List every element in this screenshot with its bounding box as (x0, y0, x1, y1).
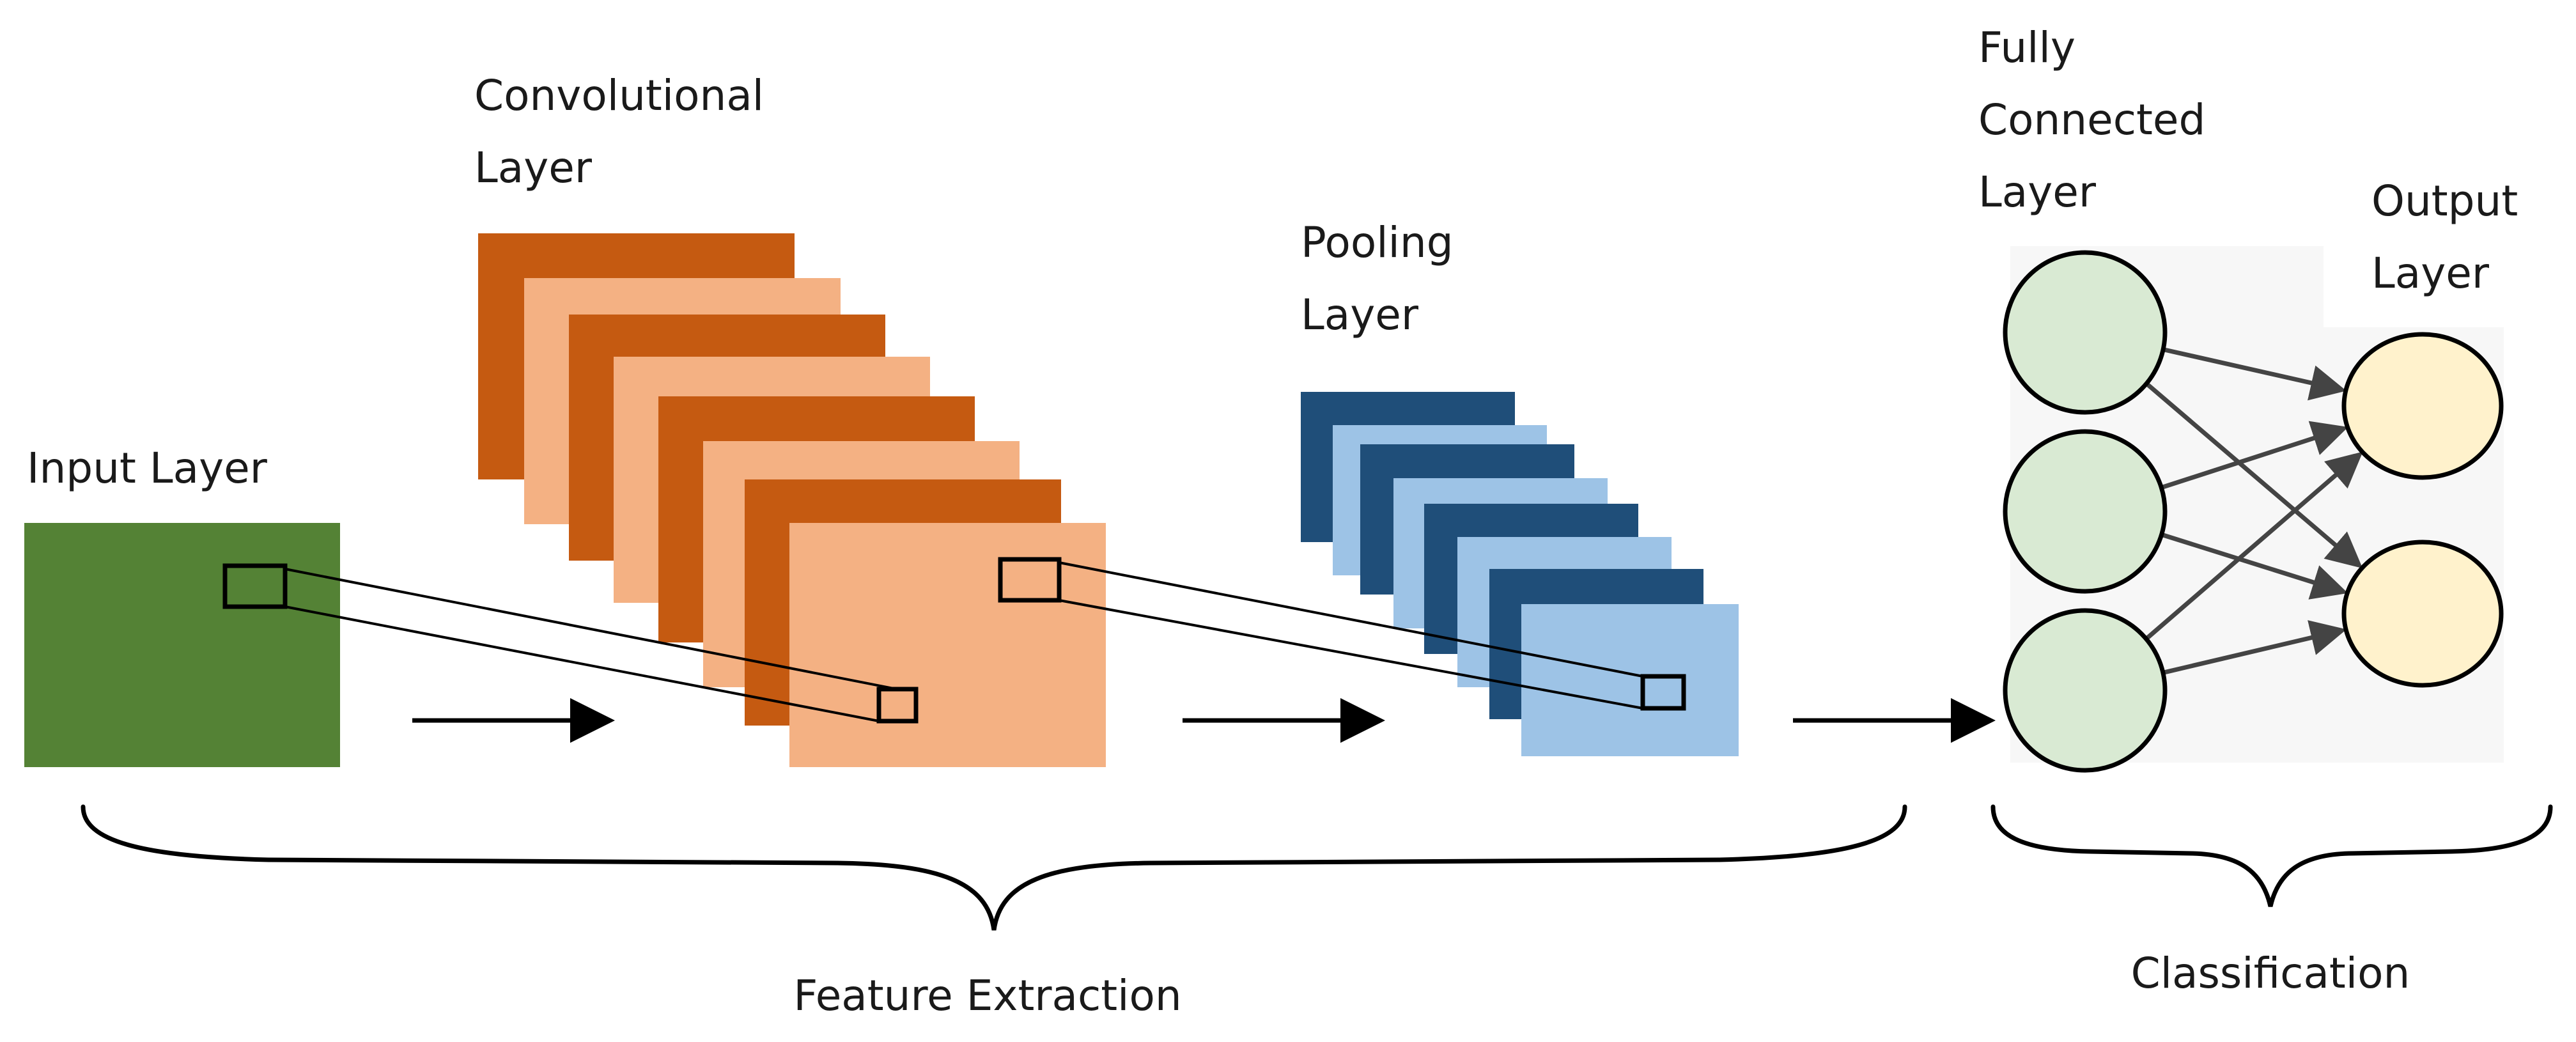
pool-output-cell (1640, 674, 1686, 711)
network-edge-1 (2162, 347, 2347, 401)
output-node-1 (2341, 332, 2504, 480)
feature-extraction-label: Feature Extraction (793, 971, 1181, 1020)
pool-feature-map-8 (1521, 604, 1739, 756)
convolutional-layer-label: Convolutional Layer (474, 71, 777, 192)
projection-line-bottom-2 (1059, 599, 1643, 710)
conv-kernel-window (998, 557, 1062, 603)
convolutional-layer-stack (478, 233, 1106, 767)
output-node-2 (2341, 540, 2504, 688)
classification-label: Classification (2131, 949, 2410, 998)
fully-connected-node-1 (2003, 250, 2168, 415)
fully-connected-node-2 (2003, 429, 2168, 594)
conv-output-cell (876, 687, 919, 724)
network-edge-3 (2161, 421, 2348, 490)
network-edges (2145, 347, 2363, 675)
output-layer-label: Output Layer (2371, 176, 2531, 298)
projection-line-top-1 (284, 568, 897, 690)
input-kernel-window (222, 563, 288, 609)
receptive-field-projection-2 (998, 557, 1686, 711)
fully-connected-node-3 (2003, 608, 2168, 773)
feature-extraction-brace (81, 804, 1907, 931)
input-layer-label: Input Layer (27, 444, 268, 493)
network-edge-6 (2162, 620, 2347, 675)
network-edge-4 (2161, 532, 2348, 600)
projection-line-bottom-1 (284, 605, 880, 722)
pooling-layer-stack (1301, 392, 1739, 756)
projection-line-top-2 (1059, 561, 1643, 678)
classification-brace (1990, 804, 2553, 907)
network-edge-5 (2145, 451, 2363, 641)
input-layer-square (24, 523, 340, 767)
pooling-layer-label: Pooling Layer (1301, 218, 1467, 339)
fully-connected-layer-label: Fully Connected Layer (1978, 23, 2219, 217)
network-nodes (2003, 250, 2504, 773)
conv-feature-map-8 (789, 523, 1106, 767)
receptive-field-projection-1 (222, 563, 919, 724)
network-edge-2 (2145, 382, 2363, 569)
